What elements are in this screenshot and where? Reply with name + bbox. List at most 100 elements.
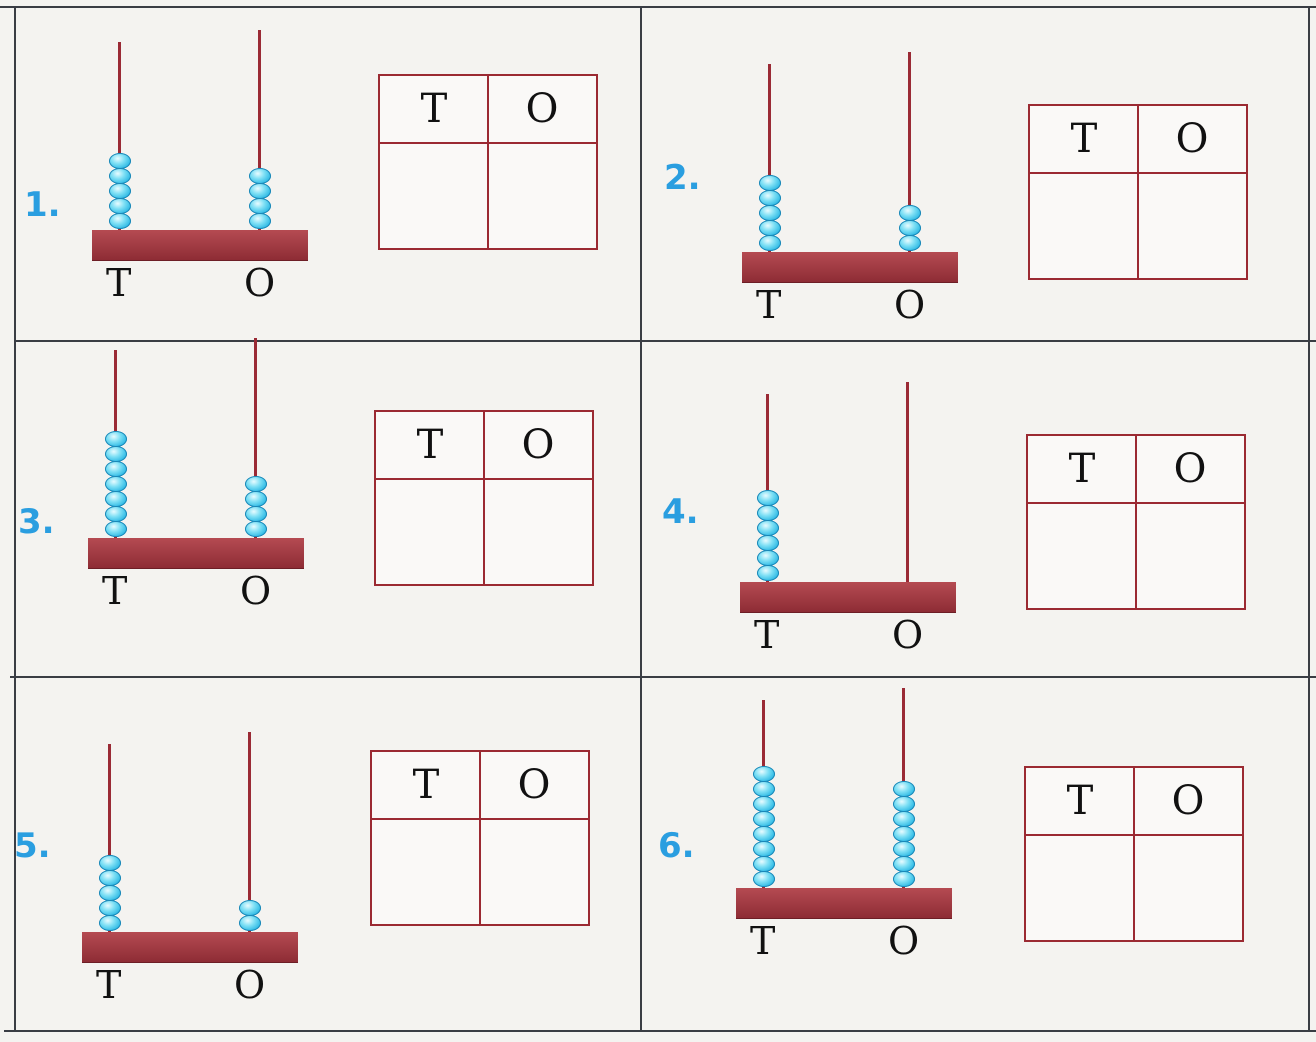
table-divider-vertical [479, 752, 481, 924]
tens-bead [105, 446, 127, 462]
answer-box-ones[interactable] [1138, 174, 1246, 278]
answer-box-tens[interactable] [372, 820, 480, 924]
tens-bead [757, 505, 779, 521]
table-header-tens: T [1066, 778, 1094, 824]
outer-right-border [1308, 8, 1310, 1032]
ones-bead [893, 781, 915, 797]
table-divider-horizontal [1026, 834, 1242, 836]
tens-bead [753, 796, 775, 812]
ones-rod [906, 382, 909, 582]
ones-bead [893, 826, 915, 842]
table-header-tens: T [412, 762, 440, 808]
table-header-ones: O [517, 762, 551, 808]
problem-number: 3. [18, 502, 55, 542]
ones-bead [245, 491, 267, 507]
tens-bead [759, 175, 781, 191]
problem-number: 6. [658, 826, 695, 866]
table-divider-horizontal [372, 818, 588, 820]
abacus-base [740, 582, 956, 612]
tens-bead [759, 205, 781, 221]
tens-bead [105, 491, 127, 507]
table-header-ones: O [525, 86, 559, 132]
tens-bead [99, 900, 121, 916]
table-header-tens: T [1068, 446, 1096, 492]
ones-bead [245, 521, 267, 537]
row-divider-1 [16, 340, 1316, 342]
table-divider-vertical [1133, 768, 1135, 940]
abacus-label-tens: T [756, 283, 782, 327]
tens-bead [753, 856, 775, 872]
abacus-base [92, 230, 308, 260]
abacus-label-ones: O [240, 569, 272, 613]
tens-bead [759, 220, 781, 236]
tens-bead [105, 506, 127, 522]
ones-bead [249, 183, 271, 199]
tens-bead [109, 183, 131, 199]
answer-box-ones[interactable] [480, 820, 588, 924]
ones-rod [258, 30, 261, 230]
tens-bead [757, 535, 779, 551]
ones-bead [893, 856, 915, 872]
tens-bead [753, 766, 775, 782]
abacus-label-tens: T [106, 261, 132, 305]
abacus-label-ones: O [892, 613, 924, 657]
tens-bead [105, 521, 127, 537]
ones-bead [249, 198, 271, 214]
answer-box-ones[interactable] [488, 144, 596, 248]
table-header-ones: O [521, 422, 555, 468]
abacus-label-ones: O [894, 283, 926, 327]
ones-bead [239, 915, 261, 931]
tens-bead [109, 213, 131, 229]
table-divider-horizontal [1028, 502, 1244, 504]
tens-bead [105, 461, 127, 477]
answer-box-tens[interactable] [376, 480, 484, 584]
tens-rod [118, 42, 121, 230]
tens-bead [753, 781, 775, 797]
answer-box-tens[interactable] [1030, 174, 1138, 278]
table-divider-horizontal [376, 478, 592, 480]
table-divider-horizontal [380, 142, 596, 144]
tens-bead [757, 565, 779, 581]
tens-bead [757, 550, 779, 566]
table-header-ones: O [1171, 778, 1205, 824]
table-header-tens: T [1070, 116, 1098, 162]
abacus-base [88, 538, 304, 568]
abacus-label-tens: T [754, 613, 780, 657]
abacus-label-tens: T [102, 569, 128, 613]
table-divider-vertical [483, 412, 485, 584]
ones-bead [249, 213, 271, 229]
answer-box-tens[interactable] [1026, 836, 1134, 940]
abacus-label-tens: T [96, 963, 122, 1007]
abacus-label-ones: O [244, 261, 276, 305]
answer-box-ones[interactable] [1136, 504, 1244, 608]
ones-bead [893, 871, 915, 887]
answer-box-ones[interactable] [1134, 836, 1242, 940]
tens-bead [109, 198, 131, 214]
problem-number: 5. [14, 826, 51, 866]
problem-number: 2. [664, 158, 701, 198]
ones-bead [893, 841, 915, 857]
ones-bead [899, 235, 921, 251]
ones-bead [899, 205, 921, 221]
table-divider-horizontal [1030, 172, 1246, 174]
tens-bead [753, 826, 775, 842]
answer-box-tens[interactable] [380, 144, 488, 248]
tens-bead [99, 855, 121, 871]
tens-bead [753, 811, 775, 827]
abacus-label-ones: O [888, 919, 920, 963]
table-header-tens: T [416, 422, 444, 468]
table-header-ones: O [1173, 446, 1207, 492]
answer-box-ones[interactable] [484, 480, 592, 584]
ones-bead [893, 796, 915, 812]
answer-box-tens[interactable] [1028, 504, 1136, 608]
outer-top-border [0, 6, 1316, 8]
tens-bead [99, 885, 121, 901]
tens-bead [109, 153, 131, 169]
